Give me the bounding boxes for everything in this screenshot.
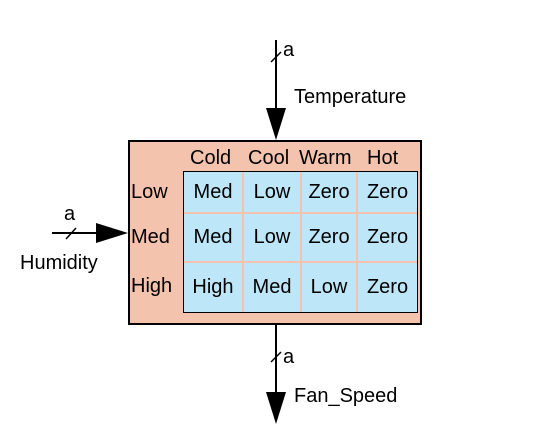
column-header-warm: Warm xyxy=(299,147,352,169)
rule-cell: Zero xyxy=(358,172,417,212)
column-header-cold: Cold xyxy=(190,147,232,169)
rule-cell: Low xyxy=(244,172,300,212)
rule-cell: Zero xyxy=(358,263,417,312)
fan-speed-bus-slash xyxy=(270,351,282,363)
temperature-bus-slash xyxy=(270,51,282,63)
rule-cell: Med xyxy=(244,263,300,312)
column-header-hot: Hot xyxy=(367,147,399,169)
rule-cell: Med xyxy=(184,214,242,261)
rule-cell: Low xyxy=(244,214,300,261)
rule-cell: Zero xyxy=(358,214,417,261)
humidity-arrowhead xyxy=(96,223,128,243)
row-header-high: High xyxy=(131,275,173,297)
rule-cell: Low xyxy=(302,263,356,312)
row-header-low: Low xyxy=(131,181,168,203)
fan-speed-arrowhead xyxy=(266,392,286,424)
temperature-label: Temperature xyxy=(294,86,407,108)
column-header-cool: Cool xyxy=(248,147,290,169)
temperature-bus-label: a xyxy=(283,39,295,61)
humidity-bus-label: a xyxy=(64,203,76,225)
rule-table-grid xyxy=(183,171,418,313)
rule-cell: High xyxy=(184,263,242,312)
rule-cell: Med xyxy=(184,172,242,212)
humidity-label: Humidity xyxy=(20,252,98,274)
fan-speed-bus-label: a xyxy=(283,346,295,368)
fan-speed-label: Fan_Speed xyxy=(294,385,398,407)
temperature-arrowhead xyxy=(266,108,286,140)
humidity-bus-slash xyxy=(65,227,77,240)
row-header-med: Med xyxy=(131,226,170,248)
rule-cell: Zero xyxy=(302,214,356,261)
rule-cell: Zero xyxy=(302,172,356,212)
